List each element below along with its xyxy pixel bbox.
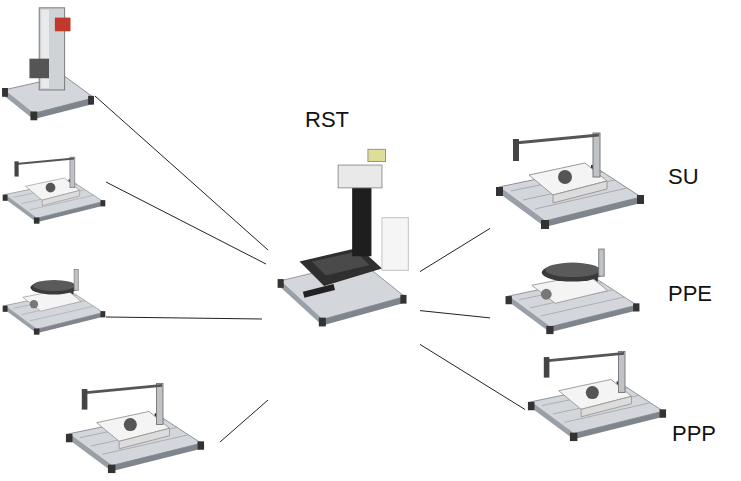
link-line — [95, 96, 268, 250]
station-picture — [2, 8, 94, 120]
link-line — [106, 182, 266, 264]
link-line — [420, 344, 525, 409]
station-node: PPP — [525, 338, 725, 448]
link-line — [420, 311, 490, 318]
station-picture — [528, 351, 666, 441]
station-picture — [66, 383, 204, 473]
link-line — [420, 228, 490, 271]
station-label: PPE — [668, 282, 712, 306]
station-node: RST — [262, 100, 420, 360]
station-node: SU — [490, 125, 705, 235]
station-picture — [278, 149, 409, 326]
station-node: PPE — [490, 240, 718, 335]
station-picture — [496, 133, 644, 229]
station-picture — [3, 157, 106, 224]
station-label: SU — [668, 165, 699, 189]
link-line — [220, 400, 268, 442]
station-label: PPP — [672, 422, 716, 446]
station-label: RST — [305, 108, 349, 132]
station-picture — [3, 270, 106, 335]
station-picture — [506, 249, 640, 334]
link-line — [106, 317, 262, 319]
